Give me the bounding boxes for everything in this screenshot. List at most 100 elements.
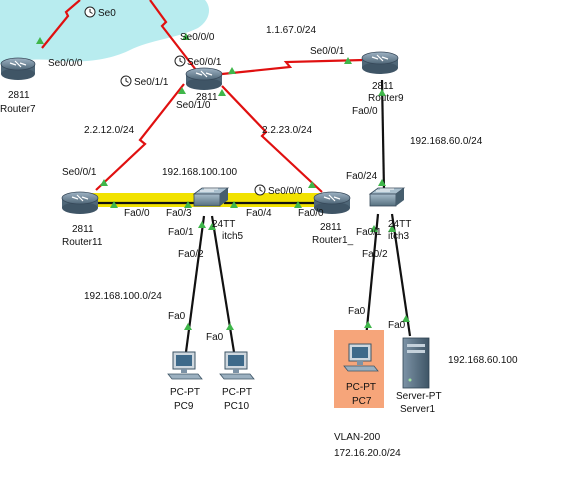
- router7-name: Router7: [0, 104, 36, 115]
- pc7-type: PC-PT: [346, 382, 376, 393]
- port-label: Fa0/4: [246, 208, 272, 219]
- port-marker: [218, 89, 226, 96]
- port-marker: [182, 33, 190, 40]
- eth-link-router9-switch3: [380, 79, 386, 191]
- network-label: 2.2.12.0/24: [84, 125, 134, 136]
- clock-icon: [120, 75, 132, 87]
- cloud-area: [0, 0, 210, 64]
- pc10-type: PC-PT: [222, 387, 252, 398]
- router-icon: [61, 191, 99, 214]
- network-label: 192.168.100.0/24: [84, 291, 162, 302]
- port-label: Fa0/2: [178, 249, 204, 260]
- port-marker: [226, 323, 234, 330]
- serial-link-center-router11: [95, 83, 185, 191]
- clock-icon: [84, 6, 96, 18]
- port-marker: [402, 315, 410, 322]
- port-label: Se0/1/0: [176, 100, 211, 111]
- pc-icon: [167, 351, 203, 380]
- switch5-model: 24TT: [212, 219, 235, 230]
- port-label: Fa0/1: [356, 227, 382, 238]
- port-marker: [370, 225, 378, 232]
- port-marker: [378, 89, 386, 96]
- port-label: Fa0/24: [346, 171, 378, 182]
- router-center[interactable]: [185, 67, 223, 90]
- port-marker: [178, 87, 186, 94]
- clock-icon: [254, 184, 266, 196]
- port-label: Fa0/0: [352, 106, 378, 117]
- pc7[interactable]: [343, 343, 379, 372]
- pc9-name: PC9: [174, 401, 194, 412]
- port-label: Se0/0/1: [187, 57, 222, 68]
- serial-link-top-mid: [149, 0, 197, 71]
- router11-model: 2811: [72, 224, 94, 235]
- router7-model: 2811: [8, 90, 30, 101]
- pc9[interactable]: [167, 351, 203, 380]
- port-marker: [110, 201, 118, 208]
- network-label: 192.168.100.100: [162, 167, 238, 178]
- router-icon: [0, 57, 36, 80]
- port-label: Fa0: [388, 320, 406, 331]
- port-label: Se0/0/0: [268, 186, 303, 197]
- pc-icon: [343, 343, 379, 372]
- network-label: 2.2.23.0/24: [262, 125, 312, 136]
- router1x-model: 2811: [320, 222, 342, 233]
- port-label: Fa0/0: [298, 208, 324, 219]
- router11[interactable]: [61, 191, 99, 214]
- pc10[interactable]: [219, 351, 255, 380]
- pc10-name: PC10: [224, 401, 249, 412]
- port-marker: [100, 179, 108, 186]
- port-marker: [184, 201, 192, 208]
- router-center-model: 2811: [196, 92, 218, 103]
- switch5[interactable]: [192, 187, 230, 207]
- port-label: Se0/0/1: [62, 167, 97, 178]
- router1x[interactable]: [313, 191, 351, 214]
- port-marker: [36, 37, 44, 44]
- port-marker: [388, 225, 396, 232]
- port-status-markers: [36, 33, 410, 330]
- port-label: Fa0: [206, 332, 224, 343]
- port-label: Fa0/0: [124, 208, 150, 219]
- switch5-name: itch5: [222, 231, 244, 242]
- serial-links: [41, 0, 365, 193]
- port-marker: [198, 221, 206, 228]
- server1-type: Server-PT: [396, 391, 442, 402]
- router1x-name: Router1_: [312, 235, 354, 246]
- port-marker: [184, 323, 192, 330]
- port-label: Se0: [98, 8, 116, 19]
- port-marker: [344, 57, 352, 64]
- switch-icon: [192, 187, 230, 207]
- port-label: Fa0: [168, 311, 186, 322]
- port-label: Fa0/1: [168, 227, 194, 238]
- network-label: 192.168.60.0/24: [410, 136, 483, 147]
- vlan-network-label: 172.16.20.0/24: [334, 448, 401, 459]
- router9[interactable]: [361, 51, 399, 74]
- serial-link-center-router9: [221, 58, 365, 76]
- clock-icon: [174, 55, 186, 67]
- serial-link-top-left: [41, 0, 81, 49]
- router-icon: [361, 51, 399, 74]
- switch3-name: itch3: [388, 231, 410, 242]
- server-icon: [402, 337, 430, 389]
- port-label: Se0/0/0: [48, 58, 83, 69]
- router-icon: [185, 67, 223, 90]
- port-label: Se0/0/1: [310, 46, 345, 57]
- pc-icon: [219, 351, 255, 380]
- switch-icon: [368, 187, 406, 207]
- router11-name: Router11: [62, 237, 103, 248]
- port-label: Fa0: [348, 306, 366, 317]
- network-label: 192.168.60.100: [448, 355, 518, 366]
- server1[interactable]: [402, 337, 430, 389]
- port-label: Se0/1/1: [134, 77, 169, 88]
- eth-link-switch3-server1: [390, 213, 412, 337]
- router7[interactable]: [0, 57, 36, 80]
- port-label: Se0/0/0: [180, 32, 215, 43]
- switch3[interactable]: [368, 187, 406, 207]
- pc9-type: PC-PT: [170, 387, 200, 398]
- eth-link-switch3-pc7: [364, 213, 380, 339]
- port-marker: [208, 223, 216, 230]
- switch3-model: 24TT: [388, 219, 411, 230]
- port-label: Fa0/2: [362, 249, 388, 260]
- router9-name: Router9: [368, 93, 404, 104]
